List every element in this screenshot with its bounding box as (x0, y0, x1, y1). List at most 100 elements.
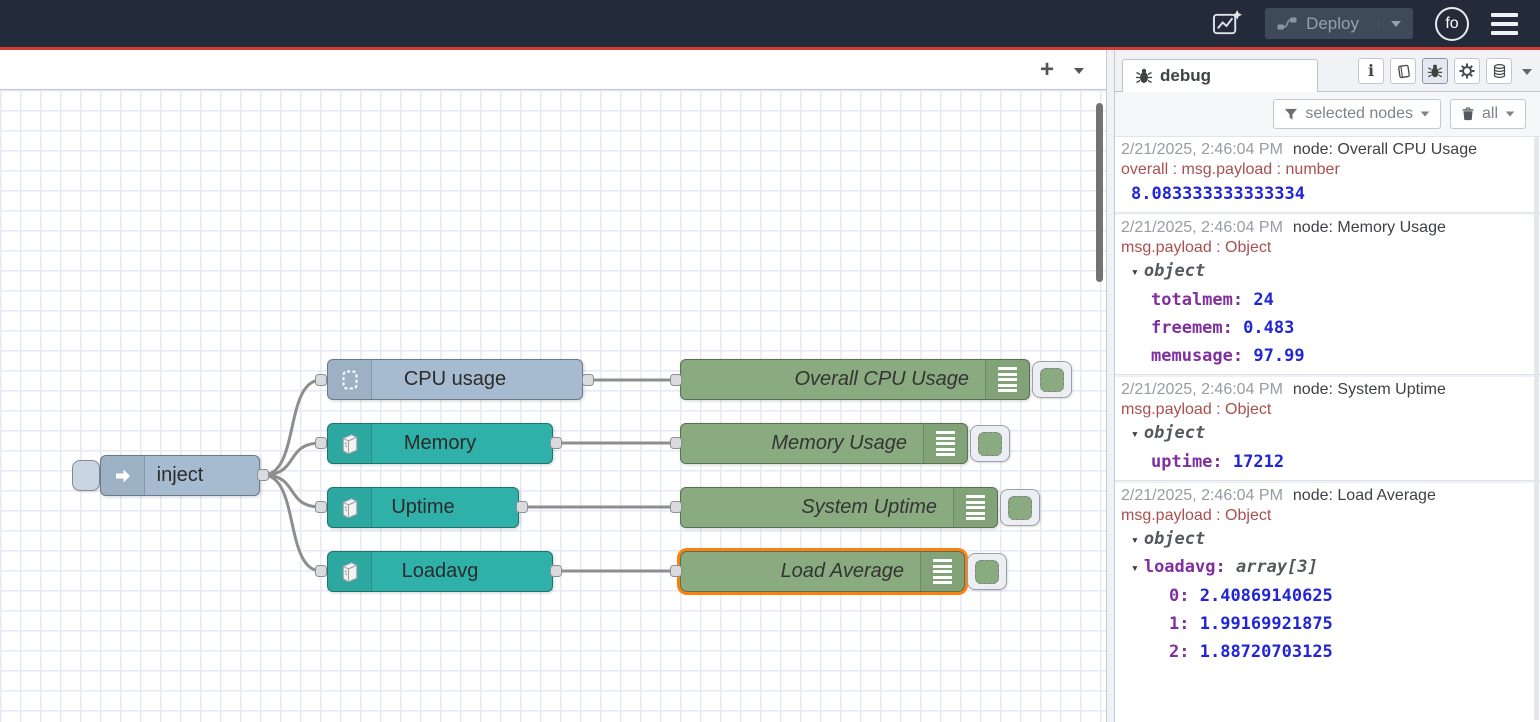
user-avatar[interactable]: fo (1435, 7, 1469, 41)
expand-caret-icon[interactable]: ▾ (1131, 427, 1139, 442)
node-debug-load-average[interactable]: Load Average (680, 551, 965, 592)
debug-sidebar: debug i (1115, 50, 1540, 722)
debug-message[interactable]: 2/21/2025, 2:46:04 PMnode: Memory Usage … (1115, 215, 1540, 375)
expand-caret-icon[interactable]: ▾ (1131, 265, 1139, 280)
help-tab-button[interactable] (1390, 58, 1416, 84)
workspace-tabbar: + (0, 50, 1106, 90)
context-tab-button[interactable] (1486, 58, 1512, 84)
node-label: Overall CPU Usage (681, 360, 1029, 399)
inject-trigger-button[interactable] (72, 460, 100, 491)
json-value: 1.99169921875 (1200, 614, 1333, 634)
json-object-row[interactable]: ▾ object (1121, 258, 1534, 286)
bug-icon (1135, 67, 1153, 85)
port-input[interactable] (670, 437, 682, 449)
deploy-button[interactable]: Deploy (1265, 8, 1413, 39)
flow-export-button[interactable] (1212, 8, 1243, 39)
debug-message-node: node: Memory Usage (1293, 219, 1446, 236)
json-array-row[interactable]: ▾loadavgarray[3] (1121, 554, 1534, 582)
port-output[interactable] (550, 437, 562, 449)
json-object-row[interactable]: ▾object (1121, 526, 1534, 554)
main-menu-button[interactable] (1491, 13, 1518, 35)
json-value: 8.083333333333334 (1131, 184, 1305, 204)
node-debug-memory[interactable]: Memory Usage (680, 423, 968, 464)
json-key: memusage (1151, 346, 1253, 366)
node-debug-overall-cpu[interactable]: Overall CPU Usage (680, 359, 1030, 400)
user-initials: fo (1445, 15, 1458, 33)
canvas-vertical-scrollbar[interactable] (1096, 103, 1103, 282)
debug-message-timestamp: 2/21/2025, 2:46:04 PM (1121, 487, 1283, 504)
port-input[interactable] (670, 501, 682, 513)
sidebar-scrollbar[interactable] (1534, 137, 1539, 720)
json-key: freemem (1151, 318, 1243, 338)
config-tab-button[interactable] (1454, 58, 1480, 84)
debug-message-node: node: Load Average (1293, 487, 1436, 504)
debug-message-timestamp: 2/21/2025, 2:46:04 PM (1121, 381, 1283, 398)
json-value: 1.88720703125 (1200, 642, 1333, 662)
bug-icon (1427, 63, 1443, 79)
port-input[interactable] (315, 501, 327, 513)
port-output[interactable] (582, 374, 594, 386)
gear-icon (1459, 63, 1475, 79)
debug-message[interactable]: 2/21/2025, 2:46:04 PMnode: Load Average … (1115, 483, 1540, 671)
book-icon (1396, 64, 1411, 79)
port-input[interactable] (315, 374, 327, 386)
node-inject[interactable]: inject (100, 455, 260, 496)
filter-nodes-button[interactable]: selected nodes (1273, 99, 1441, 129)
port-output[interactable] (516, 501, 528, 513)
debug-toggle-button[interactable] (967, 553, 1007, 590)
json-array-meta: array[3] (1236, 557, 1318, 577)
debug-message[interactable]: 2/21/2025, 2:46:04 PMnode: Overall CPU U… (1115, 137, 1540, 213)
debug-message[interactable]: 2/21/2025, 2:46:04 PMnode: System Uptime… (1115, 377, 1540, 481)
port-input[interactable] (315, 565, 327, 577)
debug-toggle-button[interactable] (1000, 489, 1040, 526)
inject-arrow-icon (101, 456, 145, 495)
expand-caret-icon[interactable]: ▾ (1131, 533, 1139, 548)
node-memory[interactable]: Memory (327, 423, 553, 464)
server-tower-icon (328, 424, 372, 463)
wire[interactable] (263, 443, 321, 475)
port-input[interactable] (315, 437, 327, 449)
flow-canvas[interactable]: inject CPU usage Memory Uptime (0, 90, 1106, 722)
flow-export-icon (1212, 8, 1243, 39)
header: Deploy fo (0, 0, 1540, 47)
json-key: 1 (1169, 614, 1200, 634)
json-object-label: object (1144, 423, 1205, 443)
sidebar-tabbar: debug i (1115, 50, 1540, 92)
tab-debug-label: debug (1160, 66, 1211, 86)
json-object-row[interactable]: ▾ object (1121, 420, 1534, 448)
json-object-label: object (1144, 261, 1205, 281)
json-value: 0.483 (1243, 318, 1294, 338)
json-value: 24 (1253, 290, 1273, 310)
clear-messages-button[interactable]: all (1450, 99, 1526, 129)
info-tab-button[interactable]: i (1358, 58, 1384, 84)
add-flow-icon[interactable]: + (1040, 58, 1054, 82)
node-uptime[interactable]: Uptime (327, 487, 519, 528)
port-output[interactable] (550, 565, 562, 577)
port-input[interactable] (670, 374, 682, 386)
sidebar-splitter[interactable] (1106, 50, 1115, 722)
expand-caret-icon[interactable]: ▾ (1131, 561, 1139, 576)
payload-path: msg.payload : Object (1121, 238, 1534, 258)
node-debug-uptime[interactable]: System Uptime (680, 487, 998, 528)
flow-list-caret-icon[interactable] (1074, 61, 1084, 79)
node-loadavg[interactable]: Loadavg (327, 551, 553, 592)
json-key: totalmem (1151, 290, 1253, 310)
node-cpu-usage[interactable]: CPU usage (327, 359, 583, 400)
port-output[interactable] (257, 469, 269, 481)
info-icon: i (1368, 63, 1374, 79)
node-label: System Uptime (681, 488, 997, 527)
filter-label: selected nodes (1305, 105, 1413, 123)
debug-toggle-button[interactable] (970, 425, 1010, 462)
debug-toggle-button[interactable] (1032, 361, 1072, 398)
port-input[interactable] (670, 565, 682, 577)
debug-message-timestamp: 2/21/2025, 2:46:04 PM (1121, 219, 1283, 236)
cpu-chip-icon (328, 360, 372, 399)
wire[interactable] (263, 475, 321, 507)
debug-tab-button[interactable] (1422, 58, 1448, 84)
sidebar-options-caret-icon[interactable] (1522, 62, 1532, 80)
deploy-options-caret[interactable] (1378, 21, 1401, 27)
tab-debug[interactable]: debug (1122, 59, 1318, 92)
debug-message-list[interactable]: 2/21/2025, 2:46:04 PMnode: Overall CPU U… (1115, 136, 1540, 722)
debug-output-icon (953, 488, 997, 527)
